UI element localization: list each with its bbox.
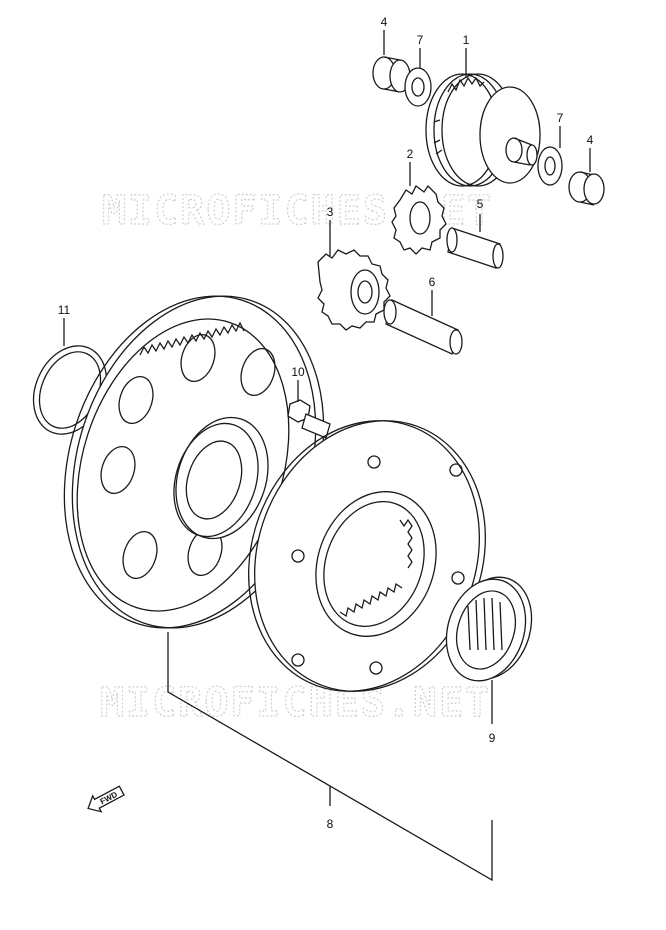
callout-leader-lines (63, 30, 591, 882)
callout-1: 1 (463, 33, 470, 47)
callout-5: 5 (477, 197, 484, 211)
callout-6: 6 (429, 275, 436, 289)
part-4-sleeve-lower (568, 171, 605, 206)
callout-9: 9 (489, 731, 496, 745)
callout-11: 11 (58, 303, 71, 317)
callout-4-lower: 4 (587, 133, 594, 147)
part-7-washer-lower (537, 146, 563, 186)
callout-7-upper: 7 (417, 33, 424, 47)
arrow-left-icon (87, 785, 125, 813)
callout-8: 8 (327, 817, 334, 831)
callout-10: 10 (291, 365, 305, 379)
part-8-clutch-housing (248, 420, 486, 692)
part-7-washer-upper (404, 67, 432, 107)
part-2-small-gear (391, 184, 447, 255)
callout-4-upper: 4 (381, 15, 388, 29)
fwd-direction-marker: FWD (87, 785, 125, 813)
part-3-idler-gear (317, 249, 391, 331)
callout-3: 3 (327, 205, 334, 219)
part-1-gear-assembly (425, 73, 541, 187)
callout-2: 2 (407, 147, 414, 161)
part-6-shaft (383, 299, 463, 355)
part-5-shaft (446, 227, 504, 269)
part-10-bolt (287, 399, 331, 439)
watermark-bottom: MICROFICHES.NET (100, 680, 491, 726)
part-9-needle-bearing (445, 576, 533, 682)
callout-7-lower: 7 (557, 111, 564, 125)
